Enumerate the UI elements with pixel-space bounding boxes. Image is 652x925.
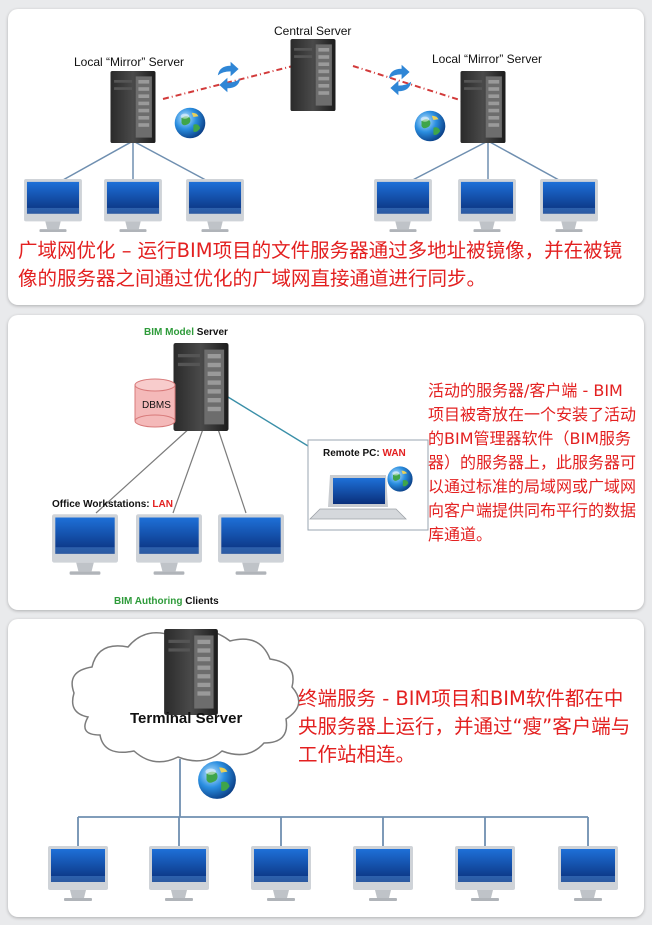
wan-link-right: [352, 65, 464, 102]
dbms-label: DBMS: [142, 400, 171, 411]
thin-client-monitor-icon: [558, 846, 618, 901]
bim-authoring-text: BIM Authoring: [114, 596, 183, 607]
central-server-icon: [290, 39, 336, 111]
globe-left-icon: [174, 107, 206, 139]
remote-pc-label: Remote PC: WAN: [323, 448, 406, 459]
bim-model-text: BIM Model: [144, 327, 194, 338]
terminal-service-caption: 终端服务 - BIM项目和BIM软件都在中央服务器上运行，并通过“瘦”客户端与工…: [298, 687, 631, 766]
globe-icon: [198, 761, 236, 799]
workstation-monitor-icon: [24, 179, 82, 233]
local-mirror-server-right-icon: [460, 71, 506, 143]
office-workstations-label: Office Workstations: LAN: [52, 499, 173, 510]
wan-diagram: [24, 39, 598, 233]
left-lan-lines: [53, 140, 216, 186]
local-mirror-server-left-icon: [110, 71, 156, 143]
bim-model-server-label: BIM Model Server: [144, 327, 228, 338]
workstation-monitor-icon: [218, 514, 284, 575]
bim-authoring-clients-label: BIM Authoring Clients: [114, 596, 219, 607]
sync-arrows-left-icon: [217, 61, 241, 93]
lan-lines: [95, 426, 247, 514]
terminal-service-panel: Terminal Server 终端服务 - BIM项目和BIM软件都在中央服务…: [8, 619, 644, 917]
lan-text: LAN: [152, 499, 173, 510]
sync-arrows-right-icon: [388, 64, 412, 96]
wan-text: WAN: [382, 448, 406, 459]
bim-model-server-icon: [173, 343, 229, 431]
office-workstations-text: Office Workstations:: [52, 499, 153, 510]
thin-client-monitor-icon: [48, 846, 108, 901]
workstation-monitor-icon: [374, 179, 432, 233]
central-server-label: Central Server: [274, 24, 352, 38]
remote-pc-text: Remote PC:: [323, 448, 383, 459]
thin-client-monitor-icon: [455, 846, 515, 901]
local-mirror-server-left-label: Local “Mirror” Server: [74, 55, 185, 69]
workstation-monitor-icon: [104, 179, 162, 233]
laptop-icon: [309, 475, 407, 520]
workstation-monitor-icon: [52, 514, 118, 575]
dbms-cylinder-icon: [134, 378, 176, 428]
client-server-diagram: [52, 343, 429, 575]
terminal-server-icon: [164, 629, 218, 715]
terminal-diagram: [48, 629, 618, 901]
thin-client-monitor-icon: [149, 846, 209, 901]
globe-right-icon: [414, 110, 446, 142]
right-lan-lines: [402, 140, 569, 186]
terminal-server-label: Terminal Server: [130, 710, 243, 727]
workstation-monitor-icon: [540, 179, 598, 233]
remote-globe-icon: [387, 466, 413, 492]
active-server-caption: 活动的服务器/客户端 - BIM项目被寄放在一个安装了活动的BIM管理器软件（B…: [428, 381, 637, 544]
clients-text: Clients: [182, 596, 219, 607]
server-text: Server: [194, 327, 228, 338]
workstation-monitor-icon: [458, 179, 516, 233]
thin-client-monitor-icon: [353, 846, 413, 901]
wan-optimization-panel: Central Server Local “Mirror” Server Loc…: [8, 9, 644, 305]
terminal-network-lines: [77, 759, 589, 847]
workstation-monitor-icon: [186, 179, 244, 233]
local-mirror-server-right-label: Local “Mirror” Server: [432, 52, 543, 66]
wan-optimization-caption: 广域网优化 – 运行BIM项目的文件服务器通过多地址被镜像，并在被镜像的服务器之…: [18, 239, 623, 290]
thin-client-monitor-icon: [251, 846, 311, 901]
active-server-client-panel: BIM Model Server DBMS Remote PC: WAN Off…: [8, 315, 644, 610]
workstation-monitor-icon: [136, 514, 202, 575]
wan-link-left: [162, 65, 294, 100]
